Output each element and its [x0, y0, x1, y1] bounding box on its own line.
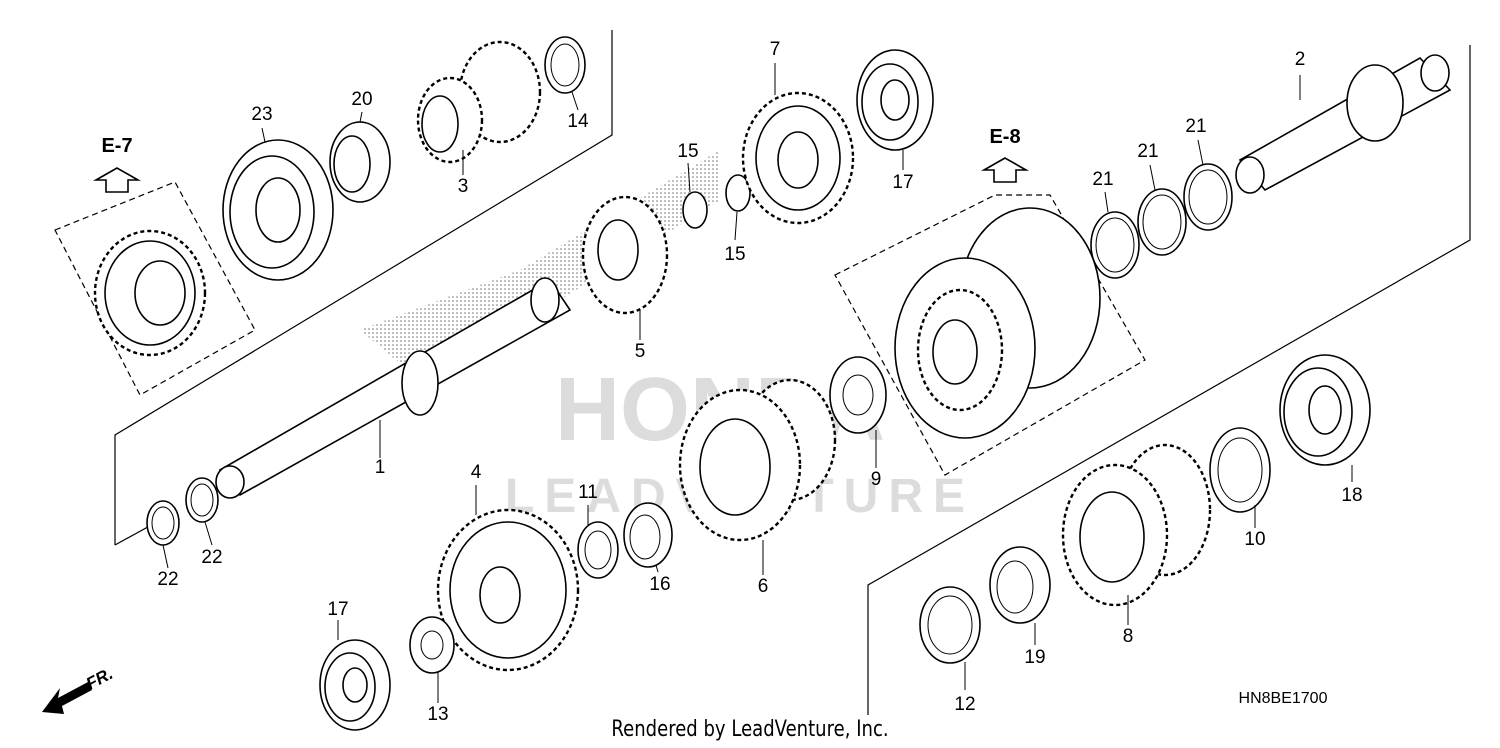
part-label-20: 20 [351, 89, 372, 110]
part-label-21c: 21 [1185, 116, 1206, 137]
part-label-10: 10 [1244, 529, 1265, 550]
e7-gear [93, 229, 207, 357]
credit-text: Rendered by LeadVenture, Inc. [611, 715, 888, 741]
countershaft-2 [1235, 54, 1452, 194]
part-label-6: 6 [758, 576, 769, 597]
snap-ring-15a [682, 191, 708, 229]
diagram-code: HN8BE1700 [1239, 690, 1328, 707]
snap-ring-15b [725, 174, 751, 212]
bearing-17-top [856, 49, 934, 151]
part-label-16: 16 [649, 574, 670, 595]
part-label-9: 9 [871, 469, 882, 490]
needle-bearing-20 [329, 121, 391, 203]
reference-e8[interactable]: E-8 [980, 126, 1030, 183]
part-label-13: 13 [427, 704, 448, 725]
reference-e7[interactable]: E-7 [92, 135, 142, 193]
leader-lines [162, 63, 1353, 703]
reference-e8-label: E-8 [989, 126, 1020, 148]
part-label-8: 8 [1123, 626, 1134, 647]
part-label-23: 23 [251, 104, 272, 125]
front-direction-indicator: FR. [42, 664, 116, 714]
part-label-12: 12 [954, 694, 975, 715]
gear-5 [581, 195, 669, 315]
part-label-22b: 22 [201, 547, 222, 568]
part-label-15b: 15 [724, 244, 745, 265]
e8-dashed-box [834, 194, 1146, 476]
part-label-21a: 21 [1092, 169, 1113, 190]
part-label-2: 2 [1295, 49, 1306, 70]
reference-e7-label: E-7 [101, 135, 132, 157]
part-label-17a: 17 [327, 599, 348, 620]
part-label-22a: 22 [157, 569, 178, 590]
part-label-11: 11 [578, 482, 598, 503]
part-label-1: 1 [375, 457, 386, 478]
needle-bearing-16 [623, 502, 673, 568]
part-label-5: 5 [635, 341, 646, 362]
part-label-4: 4 [471, 462, 482, 483]
part-label-15a: 15 [677, 141, 698, 162]
part-label-14: 14 [567, 111, 589, 132]
part-label-17b: 17 [892, 172, 913, 193]
washer-9 [829, 356, 887, 434]
part-label-21b: 21 [1137, 141, 1158, 162]
mainshaft-1 [215, 277, 572, 499]
bearing-23 [222, 139, 334, 281]
left-group-frame [114, 30, 613, 545]
bearing-17-bottom [319, 639, 391, 731]
gear-7 [741, 91, 855, 225]
right-group-frame [867, 45, 1471, 715]
up-arrow-icon [980, 157, 1030, 183]
part-label-3: 3 [458, 176, 469, 197]
front-arrow-icon [42, 682, 92, 714]
e8-clutch-drum [894, 207, 1101, 439]
washer-13 [409, 616, 455, 674]
ring-21b [1137, 188, 1187, 256]
ring-21a [1090, 211, 1140, 279]
washer-12 [919, 586, 981, 664]
gear-6 [678, 378, 837, 542]
part-label-18: 18 [1341, 485, 1362, 506]
part-label-19: 19 [1024, 647, 1045, 668]
e7-dashed-box [54, 181, 256, 396]
bearing-18 [1279, 354, 1371, 466]
washer-10 [1209, 427, 1271, 513]
gear-8 [1061, 443, 1212, 607]
washer-11 [577, 521, 619, 579]
gear-3 [416, 40, 542, 164]
gear-4 [436, 508, 580, 672]
part-label-7: 7 [770, 39, 781, 60]
ring-21c [1183, 163, 1233, 231]
up-arrow-icon [92, 167, 142, 193]
